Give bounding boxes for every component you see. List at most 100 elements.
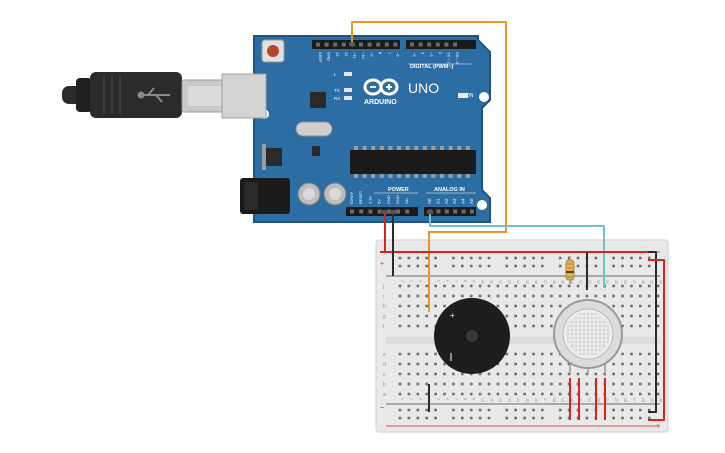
breadboard-hole[interactable]	[523, 408, 526, 412]
breadboard-hole[interactable]	[398, 284, 402, 288]
breadboard-hole[interactable]	[621, 256, 624, 260]
breadboard-hole[interactable]	[647, 352, 651, 356]
breadboard-hole[interactable]	[612, 372, 615, 376]
breadboard-hole[interactable]	[514, 314, 517, 318]
breadboard-hole[interactable]	[532, 304, 535, 308]
breadboard-hole[interactable]	[656, 314, 660, 318]
breadboard-hole[interactable]	[514, 382, 517, 386]
breadboard-hole[interactable]	[461, 408, 464, 412]
breadboard-hole[interactable]	[639, 324, 642, 328]
breadboard-hole[interactable]	[416, 416, 420, 420]
breadboard-hole[interactable]	[523, 352, 526, 356]
breadboard-hole[interactable]	[505, 284, 509, 288]
breadboard-hole[interactable]	[496, 392, 500, 396]
header-pin[interactable]	[376, 42, 381, 47]
breadboard-hole[interactable]	[461, 392, 464, 396]
breadboard-hole[interactable]	[532, 352, 535, 356]
wire-black-gnd[interactable]	[392, 212, 657, 413]
breadboard-hole[interactable]	[407, 392, 411, 396]
breadboard-hole[interactable]	[407, 304, 411, 308]
header-pin[interactable]	[350, 209, 354, 214]
breadboard-hole[interactable]	[434, 284, 437, 288]
breadboard-hole[interactable]	[639, 382, 642, 386]
breadboard-hole[interactable]	[398, 324, 402, 328]
breadboard-hole[interactable]	[452, 264, 455, 268]
gas-sensor[interactable]	[553, 299, 623, 374]
breadboard-hole[interactable]	[594, 372, 598, 376]
breadboard-hole[interactable]	[398, 408, 402, 412]
breadboard-hole[interactable]	[647, 294, 651, 298]
breadboard-hole[interactable]	[576, 294, 580, 298]
breadboard-hole[interactable]	[550, 392, 553, 396]
header-pin[interactable]	[386, 209, 391, 214]
breadboard-hole[interactable]	[630, 352, 633, 356]
header-pin[interactable]	[324, 42, 329, 47]
breadboard-hole[interactable]	[656, 294, 660, 298]
header-pin[interactable]	[316, 42, 320, 47]
breadboard-hole[interactable]	[639, 392, 642, 396]
breadboard-hole[interactable]	[541, 256, 544, 260]
breadboard-hole[interactable]	[621, 324, 624, 328]
breadboard-hole[interactable]	[621, 314, 624, 318]
breadboard-hole[interactable]	[461, 284, 464, 288]
breadboard-hole[interactable]	[416, 382, 420, 386]
breadboard-hole[interactable]	[523, 324, 526, 328]
breadboard-hole[interactable]	[656, 352, 660, 356]
breadboard-hole[interactable]	[558, 362, 562, 366]
breadboard-hole[interactable]	[416, 294, 420, 298]
breadboard-hole[interactable]	[630, 372, 633, 376]
breadboard-hole[interactable]	[639, 314, 642, 318]
breadboard-hole[interactable]	[452, 372, 455, 376]
breadboard-hole[interactable]	[532, 314, 535, 318]
breadboard-hole[interactable]	[487, 294, 491, 298]
breadboard-hole[interactable]	[532, 256, 535, 260]
breadboard-hole[interactable]	[478, 392, 482, 396]
breadboard-hole[interactable]	[478, 284, 482, 288]
breadboard-hole[interactable]	[647, 264, 651, 268]
breadboard-hole[interactable]	[558, 382, 562, 386]
breadboard-hole[interactable]	[612, 256, 615, 260]
breadboard-hole[interactable]	[558, 416, 562, 420]
breadboard-hole[interactable]	[434, 352, 437, 356]
breadboard-hole[interactable]	[594, 256, 598, 260]
breadboard-hole[interactable]	[452, 284, 455, 288]
breadboard-hole[interactable]	[461, 416, 464, 420]
breadboard-hole[interactable]	[416, 352, 420, 356]
breadboard-hole[interactable]	[532, 362, 535, 366]
breadboard-hole[interactable]	[452, 294, 455, 298]
breadboard-hole[interactable]	[550, 304, 553, 308]
breadboard-hole[interactable]	[647, 304, 651, 308]
breadboard-hole[interactable]	[550, 372, 553, 376]
breadboard-hole[interactable]	[612, 362, 615, 366]
breadboard-hole[interactable]	[434, 264, 437, 268]
breadboard-hole[interactable]	[621, 416, 624, 420]
breadboard-hole[interactable]	[398, 314, 402, 318]
header-pin[interactable]	[367, 42, 372, 47]
wire-teal[interactable]	[429, 212, 605, 288]
header-pin[interactable]	[384, 42, 389, 47]
breadboard-hole[interactable]	[469, 408, 473, 412]
breadboard-hole[interactable]	[496, 362, 500, 366]
breadboard-hole[interactable]	[487, 284, 491, 288]
piezo-buzzer[interactable]: +	[434, 298, 510, 374]
breadboard-hole[interactable]	[558, 408, 562, 412]
breadboard-hole[interactable]	[487, 264, 491, 268]
breadboard-hole[interactable]	[621, 362, 624, 366]
breadboard-hole[interactable]	[478, 408, 482, 412]
breadboard-hole[interactable]	[541, 392, 544, 396]
breadboard-hole[interactable]	[398, 294, 402, 298]
breadboard-hole[interactable]	[452, 416, 455, 420]
breadboard-hole[interactable]	[630, 408, 633, 412]
breadboard-hole[interactable]	[461, 256, 464, 260]
breadboard-hole[interactable]	[425, 324, 428, 328]
breadboard-hole[interactable]	[647, 416, 651, 420]
breadboard-hole[interactable]	[505, 372, 509, 376]
breadboard-hole[interactable]	[514, 372, 517, 376]
breadboard-hole[interactable]	[621, 392, 624, 396]
header-pin[interactable]	[436, 209, 441, 214]
breadboard-hole[interactable]	[478, 382, 482, 386]
breadboard-hole[interactable]	[612, 264, 615, 268]
breadboard-hole[interactable]	[514, 408, 517, 412]
